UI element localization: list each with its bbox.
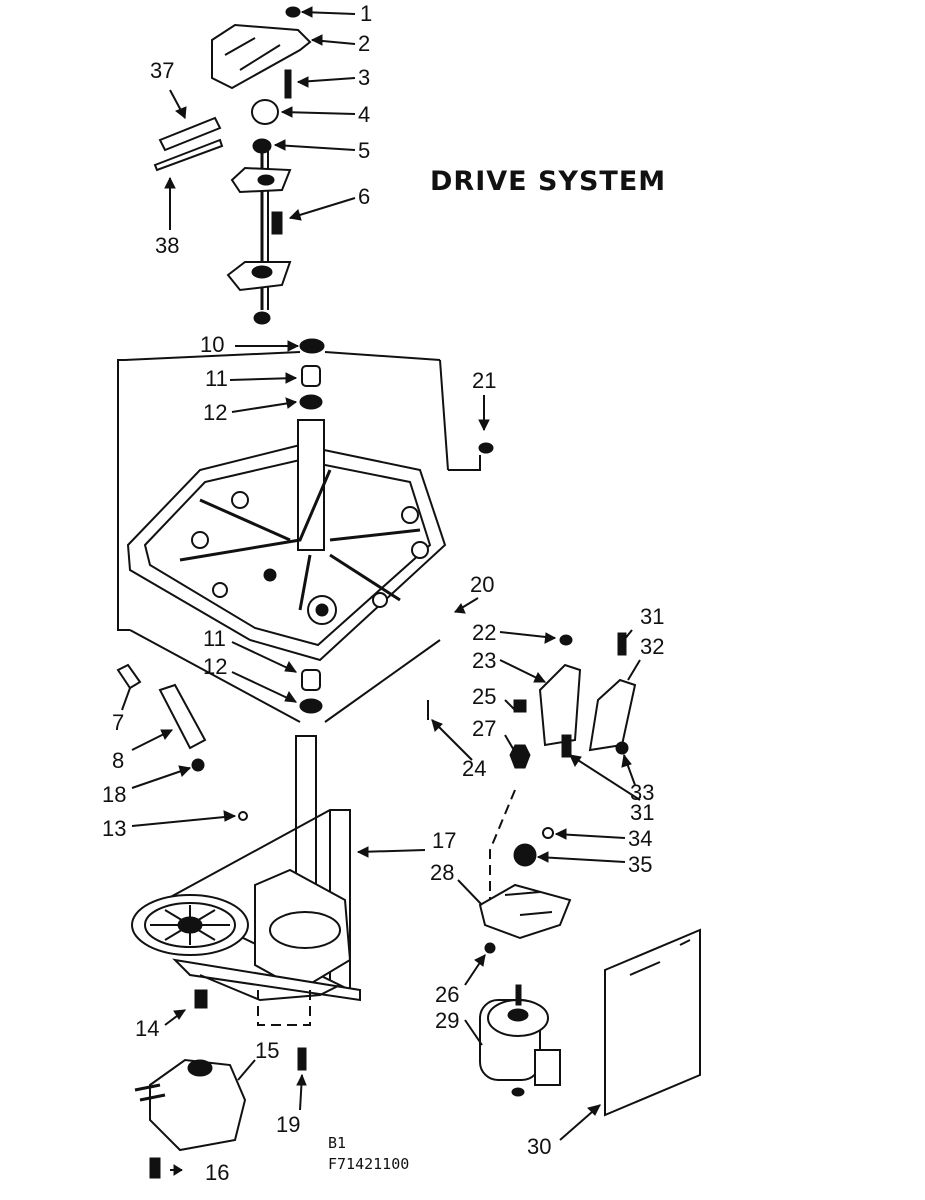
callout-13: 13 <box>102 816 127 841</box>
callout-32: 32 <box>640 634 665 659</box>
callout-29: 29 <box>435 1008 460 1033</box>
transmission-assembly <box>131 735 361 1026</box>
callout-5: 5 <box>358 138 371 163</box>
callout-12-lower: 12 <box>203 654 228 679</box>
callout-21: 21 <box>472 368 497 393</box>
callout-7: 7 <box>112 710 125 735</box>
callout-10: 10 <box>200 332 225 357</box>
base-plate-group <box>117 338 494 723</box>
callout-24: 24 <box>462 756 487 781</box>
callout-28: 28 <box>430 860 455 885</box>
callout-8: 8 <box>112 748 125 773</box>
callout-20: 20 <box>470 572 495 597</box>
callout-37: 37 <box>150 58 175 83</box>
callout-19: 19 <box>276 1112 301 1137</box>
callout-27: 27 <box>472 716 497 741</box>
leader-lines <box>121 6 641 1176</box>
callout-26: 26 <box>435 982 460 1007</box>
motor-assembly <box>478 789 701 1117</box>
callout-30: 30 <box>527 1134 552 1159</box>
top-shaft-assembly <box>153 6 312 325</box>
callout-22: 22 <box>472 620 497 645</box>
callout-25: 25 <box>472 684 497 709</box>
diagram-title: DRIVE SYSTEM <box>430 166 667 197</box>
callout-34: 34 <box>628 826 653 851</box>
callout-11-lower: 11 <box>203 626 226 651</box>
callout-35: 35 <box>628 852 653 877</box>
callout-33: 33 <box>630 780 655 805</box>
pump-assembly <box>134 1047 307 1179</box>
callout-11-upper: 11 <box>205 366 228 391</box>
left-linkage-parts <box>116 663 248 821</box>
callout-31-lower: 31 <box>630 800 655 825</box>
callout-14: 14 <box>135 1016 160 1041</box>
footer-code-line2: F71421100 <box>328 1155 410 1173</box>
callout-3: 3 <box>358 65 371 90</box>
callout-12-upper: 12 <box>203 400 228 425</box>
callout-38: 38 <box>155 233 180 258</box>
callout-23: 23 <box>472 648 497 673</box>
bracket-parts <box>427 632 637 769</box>
callout-15: 15 <box>255 1038 280 1063</box>
callout-17: 17 <box>432 828 457 853</box>
callout-18: 18 <box>102 782 127 807</box>
callout-6: 6 <box>358 184 371 209</box>
callout-4: 4 <box>358 102 371 127</box>
callout-16: 16 <box>205 1160 230 1185</box>
footer-code-line1: B1 <box>328 1134 347 1152</box>
callout-31-upper: 31 <box>640 604 665 629</box>
callout-1: 1 <box>360 1 373 26</box>
callout-2: 2 <box>358 31 371 56</box>
